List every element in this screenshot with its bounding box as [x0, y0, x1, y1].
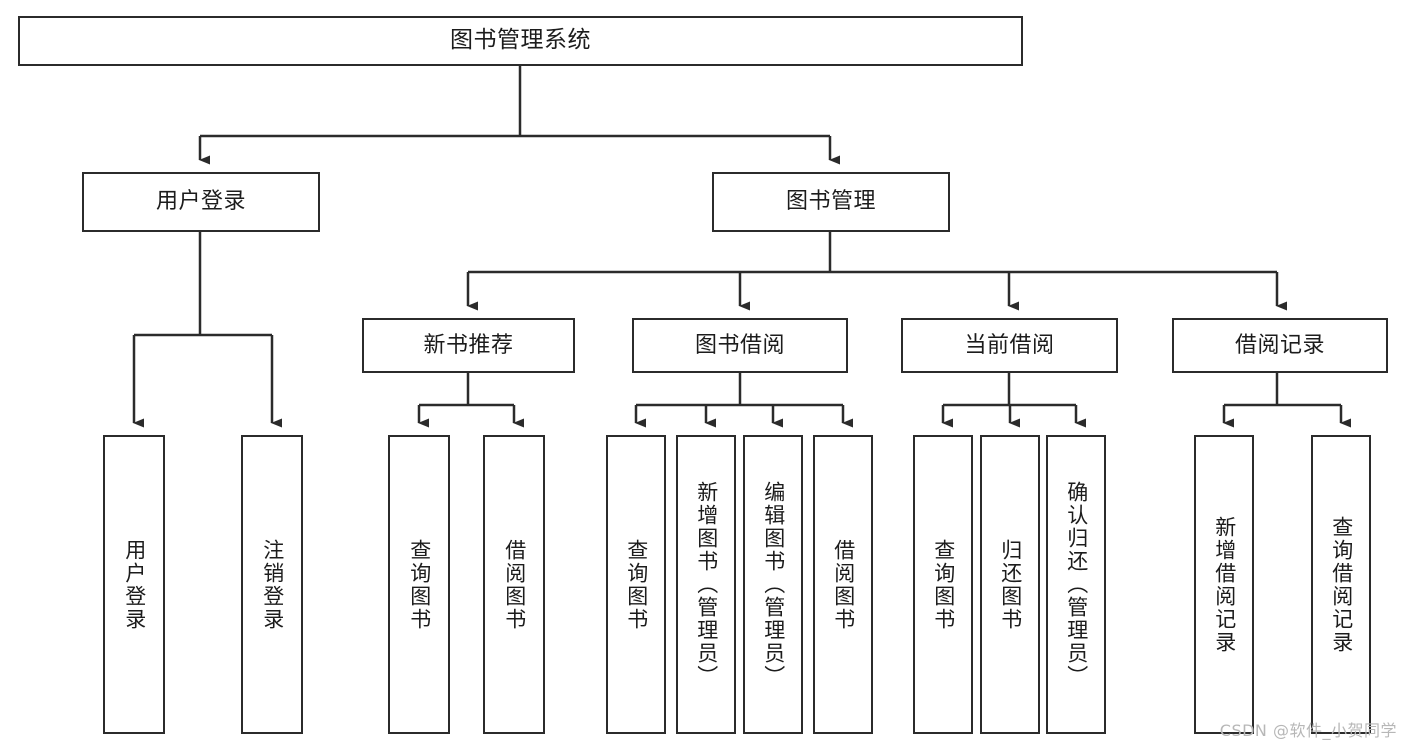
node-label: 当前借阅: [964, 332, 1055, 358]
node-label: 归还图书: [998, 538, 1023, 631]
node-label: 查询借阅记录: [1329, 515, 1354, 654]
node-borrow-record[interactable]: 借阅记录: [1172, 318, 1388, 373]
node-label: 用户登录: [155, 189, 246, 215]
leaf-current-query-book[interactable]: 查询图书: [913, 435, 973, 734]
node-label: 注销登录: [260, 538, 285, 631]
node-label: 查询图书: [931, 538, 956, 631]
leaf-borrow-query-book[interactable]: 查询图书: [606, 435, 666, 734]
node-user-login[interactable]: 用户登录: [82, 172, 320, 232]
node-label: 确认归还（管理员）: [1064, 481, 1089, 688]
node-new-book-recommend[interactable]: 新书推荐: [362, 318, 575, 373]
watermark-text: CSDN @软件_小贺同学: [1219, 721, 1397, 740]
leaf-record-query-record[interactable]: 查询借阅记录: [1311, 435, 1371, 734]
leaf-recommend-query-book[interactable]: 查询图书: [388, 435, 450, 734]
node-label: 新增借阅记录: [1212, 515, 1237, 654]
leaf-current-return-book[interactable]: 归还图书: [980, 435, 1040, 734]
node-label: 借阅图书: [502, 538, 527, 631]
node-label: 借阅记录: [1234, 332, 1325, 358]
node-label: 图书管理系统: [450, 27, 591, 54]
node-label: 新增图书（管理员）: [694, 481, 719, 688]
node-root-system[interactable]: 图书管理系统: [18, 16, 1023, 66]
node-current-borrow[interactable]: 当前借阅: [901, 318, 1118, 373]
leaf-borrow-add-book-admin[interactable]: 新增图书（管理员）: [676, 435, 736, 734]
leaf-recommend-borrow-book[interactable]: 借阅图书: [483, 435, 545, 734]
node-label: 图书管理: [785, 189, 876, 215]
leaf-user-login-login[interactable]: 用户登录: [103, 435, 165, 734]
leaf-record-add-record[interactable]: 新增借阅记录: [1194, 435, 1254, 734]
node-book-borrow[interactable]: 图书借阅: [632, 318, 848, 373]
node-label: 图书借阅: [694, 332, 785, 358]
node-label: 查询图书: [407, 538, 432, 631]
node-label: 查询图书: [624, 538, 649, 631]
node-label: 编辑图书（管理员）: [761, 481, 786, 688]
leaf-current-confirm-return-admin[interactable]: 确认归还（管理员）: [1046, 435, 1106, 734]
leaf-borrow-edit-book-admin[interactable]: 编辑图书（管理员）: [743, 435, 803, 734]
node-label: 借阅图书: [831, 538, 856, 631]
node-book-management[interactable]: 图书管理: [712, 172, 950, 232]
node-label: 新书推荐: [423, 332, 514, 358]
leaf-borrow-borrow-book[interactable]: 借阅图书: [813, 435, 873, 734]
leaf-user-login-logout[interactable]: 注销登录: [241, 435, 303, 734]
node-label: 用户登录: [122, 538, 147, 631]
